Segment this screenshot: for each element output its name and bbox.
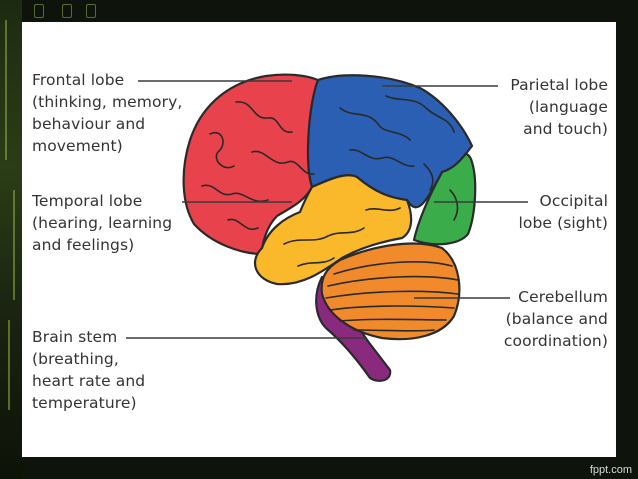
brain-stem-title: Brain stem	[32, 328, 118, 346]
decor-line	[8, 320, 10, 410]
frontal-lobe-desc-line: behaviour and	[32, 115, 146, 133]
brain-stem-desc-line: heart rate and	[32, 372, 146, 390]
decor-line	[5, 20, 7, 160]
cerebellum-desc-line: coordination)	[503, 332, 608, 350]
occipital-lobe-label: Occipital lobe (sight)	[518, 190, 608, 234]
temporal-lobe-label: Temporal lobe (hearing, learning and fee…	[32, 190, 172, 256]
brain-stem-desc-line: (breathing,	[32, 350, 119, 368]
leader-lines	[126, 80, 528, 339]
temporal-lobe-title: Temporal lobe	[32, 192, 143, 210]
brain-diagram	[126, 73, 528, 382]
occipital-lobe-region	[412, 152, 477, 246]
frontal-lobe-title: Frontal lobe	[32, 71, 125, 89]
frontal-lobe-label: Frontal lobe (thinking, memory, behaviou…	[32, 69, 182, 157]
parietal-lobe-desc-line: and touch)	[523, 120, 608, 138]
cerebellum-folds	[325, 261, 459, 332]
cerebellum-title: Cerebellum	[518, 288, 608, 306]
decor-square	[86, 4, 96, 18]
occipital-lobe-desc-line: lobe (sight)	[518, 214, 608, 232]
frontal-lobe-desc-line: movement)	[32, 137, 123, 155]
brain-stem-desc-line: temperature)	[32, 394, 137, 412]
slide-content: Frontal lobe (thinking, memory, behaviou…	[22, 22, 616, 457]
decor-square	[62, 4, 72, 18]
parietal-lobe-label: Parietal lobe (language and touch)	[510, 74, 608, 140]
decor-line	[13, 190, 15, 300]
cerebellum-desc-line: (balance and	[505, 310, 608, 328]
background-decor-left	[0, 0, 22, 479]
background-decor-top	[0, 0, 200, 22]
parietal-lobe-desc-line: (language	[528, 98, 608, 116]
frontal-lobe-desc-line: (thinking, memory,	[32, 93, 183, 111]
temporal-lobe-desc-line: and feelings)	[32, 236, 135, 254]
brain-stem-label: Brain stem (breathing, heart rate and te…	[32, 326, 145, 414]
brain-gyri-lines	[201, 95, 459, 267]
temporal-lobe-region	[253, 174, 413, 286]
parietal-lobe-title: Parietal lobe	[510, 76, 608, 94]
decor-square	[34, 4, 44, 18]
temporal-lobe-desc-line: (hearing, learning	[32, 214, 173, 232]
cerebellum-label: Cerebellum (balance and coordination)	[504, 286, 608, 352]
watermark: fppt.com	[589, 464, 632, 476]
occipital-lobe-title: Occipital	[539, 192, 608, 210]
